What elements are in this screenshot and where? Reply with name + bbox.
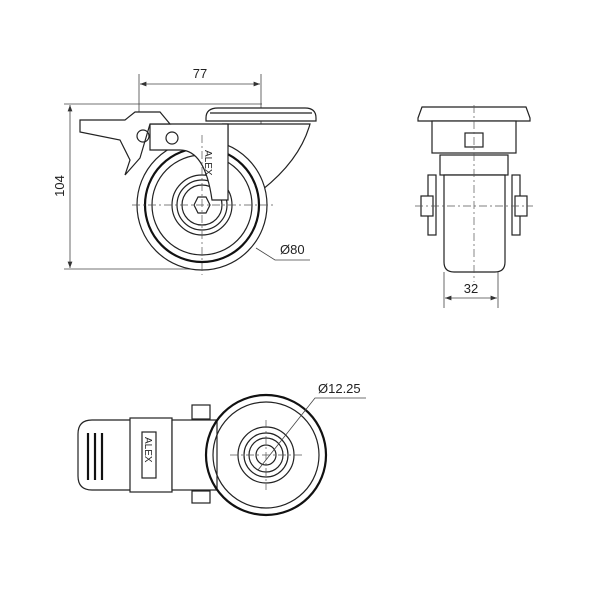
brake-lever [79,111,172,176]
top-view: ALEX Ø12.25 [77,381,366,517]
brand-mark-top: ALEX [142,437,153,463]
dimension-32-label: 32 [464,281,478,296]
dimension-12-25-label: Ø12.25 [318,381,361,396]
dimension-32: 32 [443,272,499,308]
dimension-104: 104 [52,103,262,270]
axle-nut-top [191,404,211,420]
wheel-side [443,174,506,273]
brand-mark-front: ALEX [202,150,213,176]
top-plate [205,107,317,122]
dimension-104-label: 104 [52,175,67,197]
brake-pedal [77,419,136,491]
side-view: 32 [415,105,533,308]
fork-body [171,419,218,491]
dimension-bore-diameter: Ø12.25 [257,381,366,471]
top-plate-side [417,106,531,122]
dimension-wheel-diameter: Ø80 [255,242,310,261]
axle-nut-bottom [191,490,211,504]
pivot-pin [136,129,150,143]
pivot-pin [165,131,179,145]
dimension-80-label: Ø80 [280,242,305,257]
dimension-77-label: 77 [193,66,207,81]
front-view: 77 104 ALEX [52,66,317,275]
